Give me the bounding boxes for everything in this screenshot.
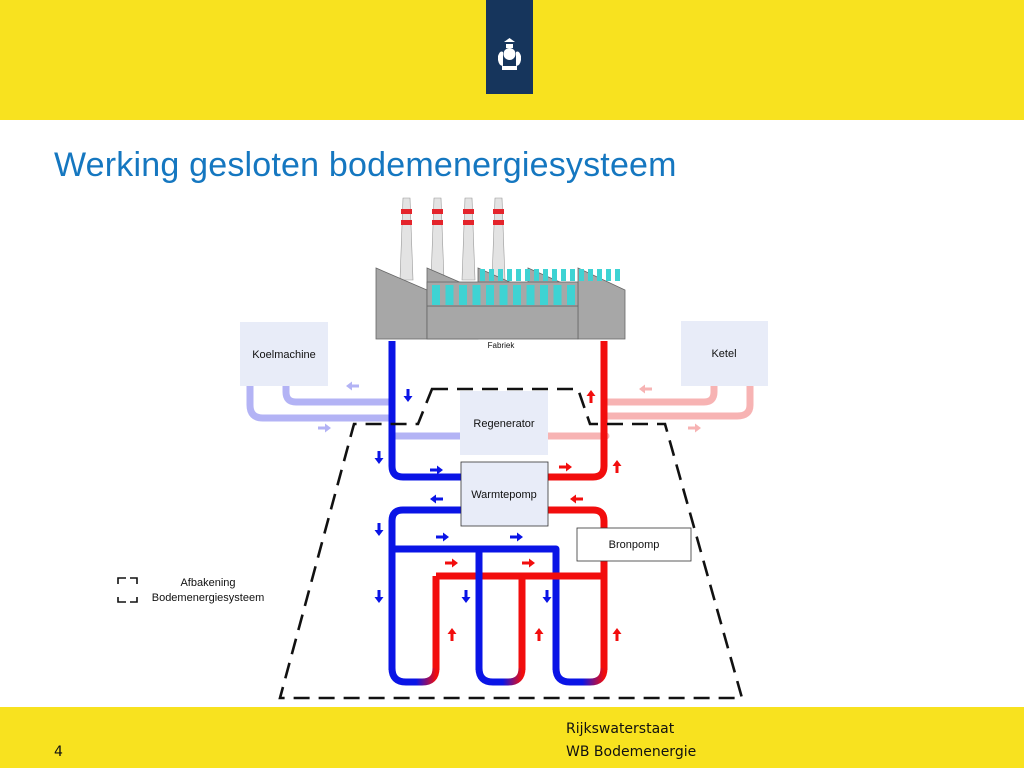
cooling-machine-pipes — [246, 381, 464, 440]
footer-department: WB Bodemenergie — [566, 744, 697, 760]
flow-arrow-down — [461, 590, 471, 603]
bronpomp-box: Bronpomp — [576, 527, 692, 562]
crest-icon — [498, 38, 521, 70]
factory-window — [472, 285, 481, 305]
bronpomp-label: Bronpomp — [609, 539, 660, 551]
flow-arrow-down — [374, 590, 384, 603]
factory-window — [540, 285, 548, 305]
factory-window — [507, 269, 512, 281]
flow-arrow-right — [559, 462, 572, 472]
regenerator-label: Regenerator — [473, 418, 534, 430]
factory-window — [553, 285, 562, 305]
flow-arrow-down — [542, 590, 552, 603]
bottom-banner — [0, 707, 1024, 768]
factory-window — [570, 269, 575, 281]
flow-arrow-right — [318, 423, 331, 433]
footer-organization: Rijkswaterstaat — [566, 721, 675, 737]
boiler-pipes — [544, 381, 754, 440]
factory-window — [561, 269, 566, 281]
factory-window — [499, 285, 508, 305]
legend-line-2: Bodemenergiesysteem — [152, 592, 265, 604]
flow-arrow-right — [430, 465, 443, 475]
flow-arrow-left — [430, 494, 443, 504]
factory-window — [459, 285, 467, 305]
factory-window — [489, 269, 494, 281]
flow-arrow-right — [688, 423, 701, 433]
factory-window — [606, 269, 611, 281]
factory-window — [445, 285, 454, 305]
factory-window — [498, 269, 503, 281]
chimneys — [399, 197, 506, 281]
ketel-label: Ketel — [711, 348, 736, 360]
flow-arrow-up — [612, 628, 622, 641]
factory-window — [516, 269, 521, 281]
page-number: 4 — [54, 744, 63, 760]
factory-window — [543, 269, 548, 281]
flow-arrow-right — [510, 532, 523, 542]
factory-window — [567, 285, 575, 305]
system-boundary — [278, 387, 744, 700]
cold-borehole-pipes — [388, 549, 483, 670]
factory-window — [480, 269, 485, 281]
koelmachine-box: Koelmachine — [240, 322, 328, 386]
factory-window — [615, 269, 620, 281]
legend: Afbakening Bodemenergiesysteem — [117, 577, 265, 604]
flow-arrow-left — [346, 381, 359, 391]
factory-window — [588, 269, 593, 281]
flow-arrow-right — [445, 558, 458, 568]
flow-arrow-right — [522, 558, 535, 568]
legend-dashed-symbol — [117, 577, 138, 603]
factory-window — [597, 269, 602, 281]
factory-window — [525, 269, 530, 281]
flow-arrow-down — [374, 523, 384, 536]
page-title: Werking gesloten bodemenergiesysteem — [54, 146, 677, 184]
flow-arrow-down — [374, 451, 384, 464]
factory: Fabriek — [375, 197, 626, 350]
factory-window — [526, 285, 535, 305]
flow-arrow-right — [436, 532, 449, 542]
flow-arrow-up — [447, 628, 457, 641]
warmtepomp-box: Warmtepomp — [460, 461, 549, 527]
regenerator-box: Regenerator — [460, 391, 548, 455]
warm-supply-pipe — [432, 341, 608, 670]
logo — [486, 0, 533, 94]
flow-arrow-up — [586, 390, 596, 403]
flow-arrow-up — [534, 628, 544, 641]
flow-arrows — [318, 381, 701, 641]
factory-label: Fabriek — [488, 341, 516, 350]
factory-window — [432, 285, 440, 305]
legend-line-1: Afbakening — [180, 577, 235, 589]
factory-window — [513, 285, 521, 305]
factory-windows — [432, 269, 620, 305]
factory-window — [486, 285, 494, 305]
flow-arrow-up — [612, 460, 622, 473]
factory-window — [534, 269, 539, 281]
koelmachine-label: Koelmachine — [252, 349, 316, 361]
flow-arrow-down — [403, 389, 413, 402]
factory-window — [579, 269, 584, 281]
warmtepomp-label: Warmtepomp — [471, 489, 537, 501]
factory-window — [552, 269, 557, 281]
cold-supply-pipe — [388, 341, 560, 670]
borehole-u-bends — [388, 667, 608, 686]
flow-arrow-left — [570, 494, 583, 504]
flow-arrow-left — [639, 384, 652, 394]
ketel-box: Ketel — [681, 321, 768, 386]
